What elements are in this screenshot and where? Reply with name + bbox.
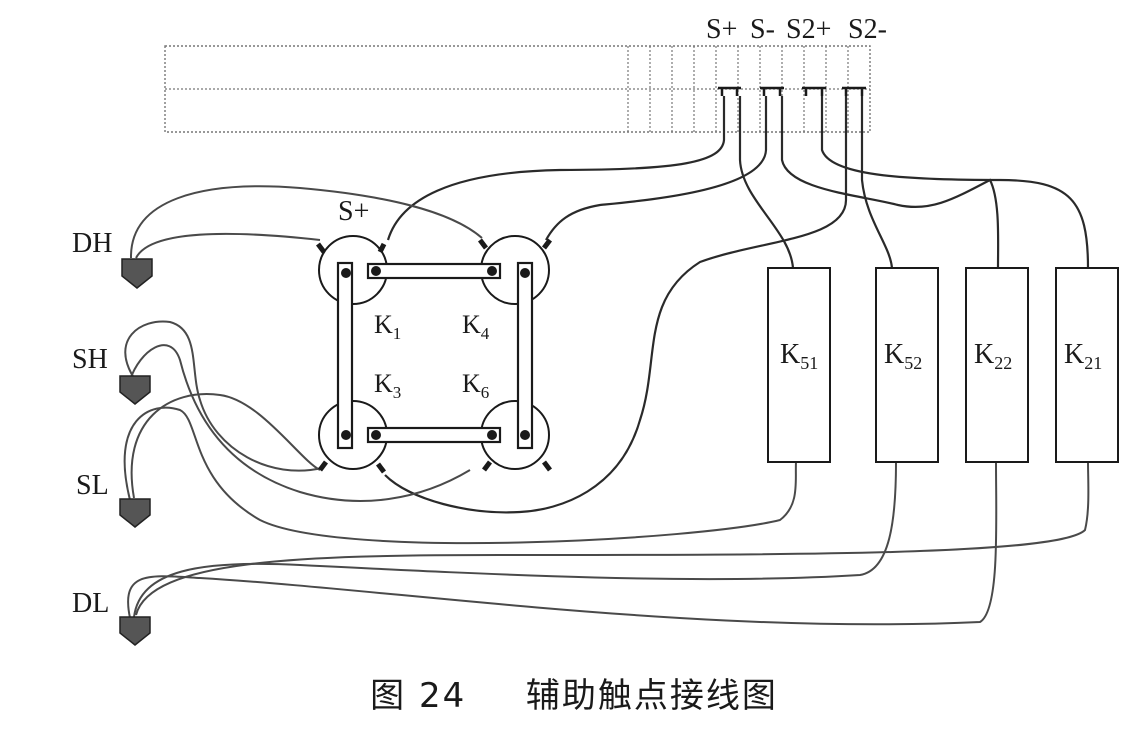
terminal-sh-icon	[119, 375, 151, 405]
relay-k22	[965, 267, 1029, 463]
figure-title: 辅助触点接线图	[525, 676, 778, 716]
terminal-dh-icon	[121, 258, 153, 289]
terminal-label-dl: DL	[72, 588, 109, 619]
terminal-label-sl: SL	[76, 470, 109, 501]
wires	[123, 96, 1090, 626]
left-terminals	[119, 258, 153, 646]
relay-label-k22: K22	[974, 339, 1012, 373]
label-k3: K3	[374, 369, 401, 402]
terminal-label-s-plus: S+	[706, 14, 737, 45]
relay-k51	[767, 267, 831, 463]
terminal-sl-icon	[119, 498, 151, 528]
relays	[767, 267, 1119, 463]
terminal-label-s2-minus: S2-	[848, 14, 887, 45]
relay-k52	[875, 267, 939, 463]
terminal-block	[164, 45, 871, 133]
relay-label-k51: K51	[780, 339, 818, 373]
relay-k21	[1055, 267, 1119, 463]
relay-label-k21: K21	[1064, 339, 1102, 373]
terminal-label-s-minus: S-	[750, 14, 775, 45]
label-k1: K1	[374, 310, 401, 343]
terminal-label-sh: SH	[72, 344, 108, 375]
terminal-label-s2-plus: S2+	[786, 14, 831, 45]
contact-group-label: S+	[338, 196, 369, 227]
terminal-dl-icon	[119, 616, 151, 646]
label-k4: K4	[462, 310, 490, 343]
terminal-label-dh: DH	[72, 228, 112, 259]
relay-label-k52: K52	[884, 339, 922, 373]
figure-number: 图 24	[370, 676, 467, 716]
contact-assembly	[316, 235, 552, 474]
label-k6: K6	[462, 369, 489, 402]
figure-caption: 图 24 辅助触点接线图	[0, 668, 1148, 717]
